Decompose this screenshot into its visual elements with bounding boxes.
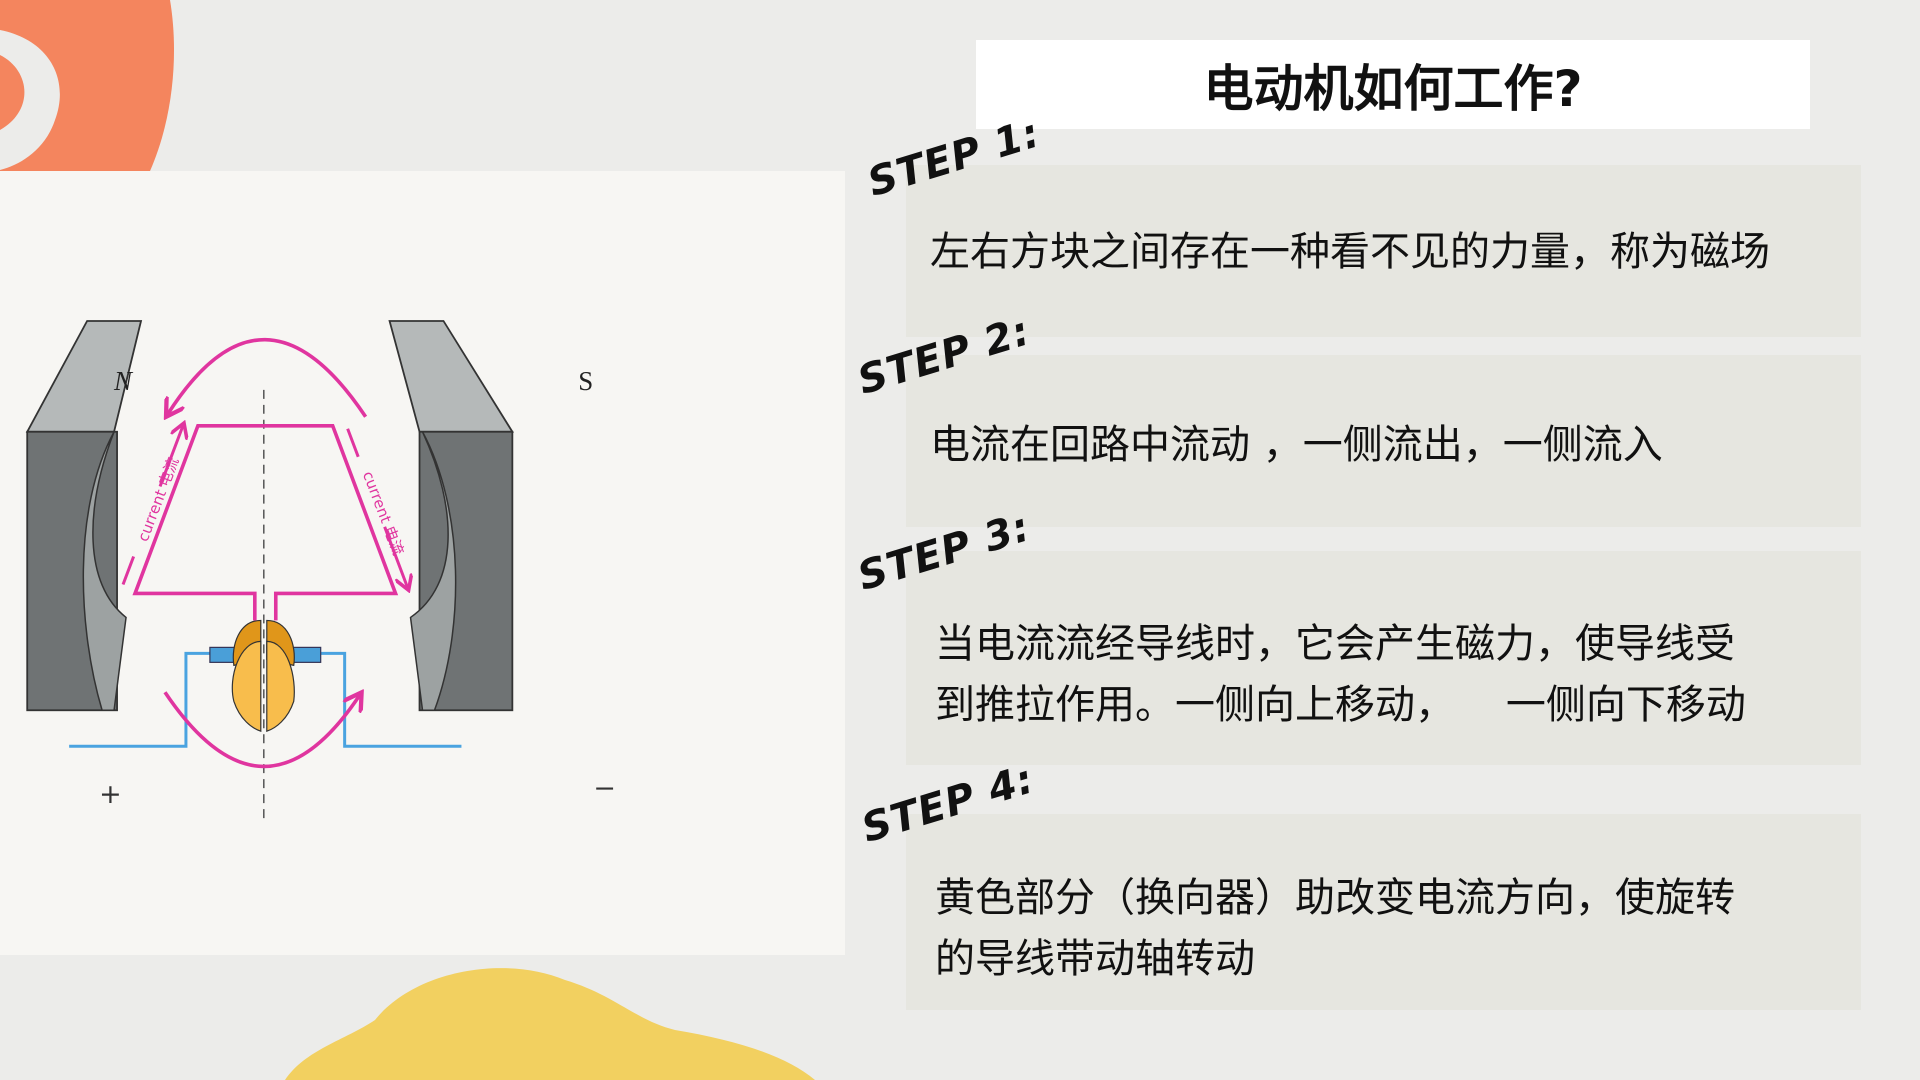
step-3-text: 当电流流经导线时，它会产生磁力，使导线受到推拉作用。一侧向上移动， 一侧向下移动 [935,614,1746,736]
page-title: 电动机如何工作? [1203,59,1583,118]
step-1-text: 左右方块之间存在一种看不见的力量，称为磁场 [930,229,1770,275]
step-4-line-1: 黄色部分（换向器）助改变电流方向，使旋转 [935,875,1735,921]
step-2-text: 电流在回路中流动 ，一侧流出，一侧流入 [930,422,1663,468]
south-magnet: S [388,320,593,712]
step-4-text: 黄色部分（换向器）助改变电流方向，使旋转的导线带动轴转动 [935,868,1735,990]
south-label: S [578,366,593,396]
top-rotation-arrow [168,337,368,417]
right-current-arrow [346,428,408,588]
step-2-card [906,355,1861,527]
bottom-rotation-arrow [163,692,360,769]
step-4-card [906,814,1861,1010]
left-current-arrow [121,426,183,586]
positive-terminal-label: + [99,779,122,810]
negative-terminal-label: − [593,773,616,804]
motor-diagram: N S current 电流 current 电流 + − [25,320,616,819]
circuit-wire [69,651,462,748]
wire-loop [132,423,399,621]
step-3-line-2: 到推拉作用。一侧向上移动， 一侧向下移动 [935,682,1746,728]
north-label: N [113,366,134,396]
step-4-line-2: 的导线带动轴转动 [935,936,1255,982]
title-banner: 电动机如何工作? [976,40,1810,129]
north-magnet: N [25,320,143,712]
step-3-line-1: 当电流流经导线时，它会产生磁力，使导线受 [935,621,1735,667]
step-1-card [906,165,1861,337]
step-3-card [906,551,1861,765]
yellow-blob-decoration [285,968,815,1080]
commutator [231,619,295,733]
